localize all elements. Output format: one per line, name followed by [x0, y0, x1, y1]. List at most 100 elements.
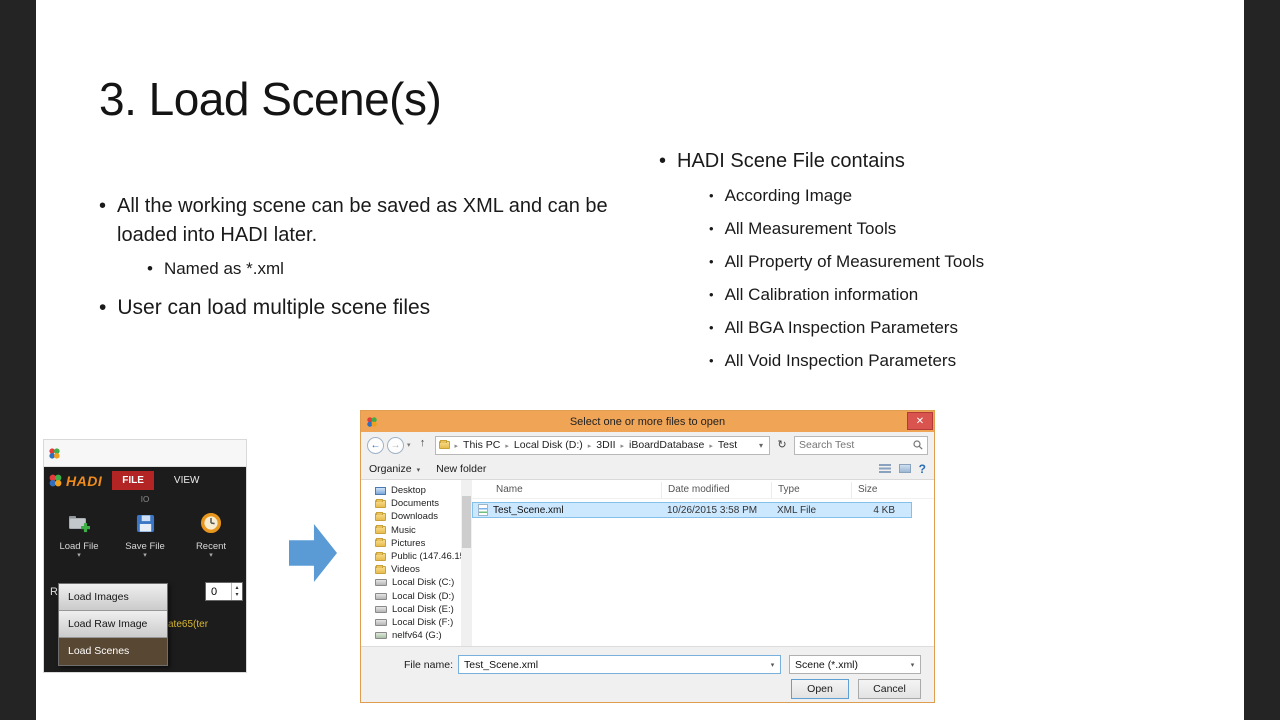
flow-arrow-icon: [289, 524, 337, 582]
spinner-down-icon[interactable]: ▾: [235, 591, 239, 598]
chevron-down-icon[interactable]: ▾: [910, 661, 915, 669]
search-icon: [913, 440, 923, 450]
chevron-down-icon[interactable]: ▾: [209, 552, 213, 559]
open-button[interactable]: Open: [791, 679, 849, 699]
cancel-button[interactable]: Cancel: [858, 679, 921, 699]
sidebar-item-local-disk-d[interactable]: Local Disk (D:): [361, 590, 461, 603]
spinner-arrows[interactable]: ▴ ▾: [231, 583, 242, 600]
sidebar-item-videos[interactable]: Videos: [361, 563, 461, 576]
search-box[interactable]: [794, 435, 928, 455]
sidebar-item-label: Local Disk (D:): [392, 590, 455, 602]
sidebar-item-documents[interactable]: Documents: [361, 497, 461, 510]
left-bullet-list: • All the working scene can be saved as …: [99, 192, 609, 320]
file-size-cell: 4 KB: [873, 504, 895, 516]
breadcrumb-segment[interactable]: iBoardDatabase: [616, 439, 704, 451]
bullet-text: All Property of Measurement Tools: [724, 252, 985, 271]
new-folder-button[interactable]: New folder: [436, 462, 487, 475]
save-file-button[interactable]: Save File ▾: [115, 508, 175, 578]
back-button[interactable]: ←: [367, 436, 384, 454]
navigation-bar: ← → ▾ ↑ This PC Local Disk (D:) 3DII iBo…: [361, 432, 934, 458]
dialog-toolbar: Organize New folder ?: [361, 458, 934, 480]
search-input[interactable]: [799, 439, 913, 451]
bullet-subitem: •All Void Inspection Parameters: [709, 351, 1149, 371]
chevron-down-icon[interactable]: ▾: [143, 552, 147, 559]
hadi-logo-icon: [49, 447, 60, 459]
column-header-type[interactable]: Type: [772, 482, 852, 498]
up-button[interactable]: ↑: [419, 437, 426, 449]
bullet-text: All BGA Inspection Parameters: [724, 318, 958, 337]
sidebar-item-pictures[interactable]: Pictures: [361, 537, 461, 550]
sidebar-item-label: Videos: [391, 564, 420, 576]
load-file-button[interactable]: Load File ▾: [49, 508, 109, 578]
sidebar-item-downloads[interactable]: Downloads: [361, 510, 461, 523]
organize-button[interactable]: Organize: [369, 463, 420, 475]
file-type-select[interactable]: Scene (*.xml) ▾: [789, 655, 921, 674]
load-file-icon: [49, 508, 109, 538]
breadcrumb-segment[interactable]: Local Disk (D:): [500, 439, 583, 451]
sidebar-scrollbar[interactable]: [461, 480, 472, 646]
scrollbar-thumb[interactable]: [462, 496, 471, 548]
breadcrumb-segment[interactable]: Test: [704, 439, 737, 451]
sidebar-item-local-disk-c[interactable]: Local Disk (C:): [361, 576, 461, 589]
bullet-text: All the working scene can be saved as XM…: [117, 195, 608, 246]
button-label: Save File: [125, 541, 165, 552]
chevron-down-icon[interactable]: ▾: [77, 552, 81, 559]
menu-item-load-scenes[interactable]: Load Scenes: [59, 638, 167, 665]
folder-icon: [375, 498, 386, 508]
tab-view[interactable]: VIEW: [173, 475, 200, 486]
file-name-label: File name:: [403, 659, 453, 671]
column-header-size[interactable]: Size: [858, 484, 878, 495]
column-header-name[interactable]: Name: [472, 482, 662, 498]
recent-button[interactable]: Recent ▾: [181, 508, 241, 578]
breadcrumb-segment[interactable]: 3DII: [583, 439, 615, 451]
file-row-selected[interactable]: Test_Scene.xml 10/26/2015 3:58 PM XML Fi…: [472, 502, 912, 518]
tab-file[interactable]: FILE: [112, 471, 154, 490]
number-spinner[interactable]: 0 ▴ ▾: [205, 582, 243, 601]
file-name-text: Test_Scene.xml: [493, 504, 564, 516]
refresh-button[interactable]: ↻: [777, 438, 787, 451]
hadi-subrow: R 0 ▴ ▾: [44, 578, 246, 608]
network-drive-icon: [375, 632, 387, 640]
chevron-down-icon[interactable]: ▾: [770, 661, 775, 669]
help-icon[interactable]: ?: [918, 461, 926, 476]
bullet-marker: •: [709, 221, 714, 236]
breadcrumb-segment[interactable]: This PC: [450, 439, 500, 451]
ribbon-group-label-io: IO: [140, 495, 150, 504]
hadi-logo-icon: [49, 474, 62, 487]
sidebar-item-local-disk-e[interactable]: Local Disk (E:): [361, 603, 461, 616]
sidebar-item-public[interactable]: Public (147.46.15: [361, 550, 461, 563]
sidebar-item-label: Music: [391, 524, 416, 536]
spinner-up-icon[interactable]: ▴: [235, 584, 239, 591]
breadcrumb[interactable]: This PC Local Disk (D:) 3DII iBoardDatab…: [434, 435, 770, 455]
sidebar-item-music[interactable]: Music: [361, 524, 461, 537]
sidebar-item-network-drive-g[interactable]: nelfv64 (G:): [361, 629, 461, 642]
folder-icon: [438, 440, 450, 449]
column-header-date-modified[interactable]: Date modified: [662, 482, 772, 498]
ribbon-button-group: Load File ▾ Save File ▾ Recent ▾: [44, 506, 246, 578]
sidebar-item-desktop[interactable]: Desktop: [361, 484, 461, 497]
file-type-cell: XML File: [777, 504, 817, 516]
bullet-item: • All the working scene can be saved as …: [99, 192, 609, 250]
file-name-input[interactable]: [459, 658, 765, 671]
bullet-subitem: •All Measurement Tools: [709, 219, 1149, 239]
hadi-window-titlebar: [44, 440, 246, 467]
menu-item-load-raw-image[interactable]: Load Raw Image: [59, 611, 167, 638]
button-label: Recent: [195, 541, 227, 552]
xml-file-icon: [478, 504, 488, 516]
partial-filename-text: ate65(ter: [168, 619, 209, 630]
address-dropdown-icon[interactable]: ▾: [758, 440, 763, 450]
sidebar-item-label: Local Disk (F:): [392, 616, 454, 628]
preview-pane-icon[interactable]: [898, 464, 911, 473]
close-button[interactable]: ✕: [907, 412, 933, 430]
change-view-icon[interactable]: [878, 464, 891, 473]
history-dropdown-icon[interactable]: ▾: [407, 442, 411, 449]
file-name-combo[interactable]: ▾: [458, 655, 781, 674]
hadi-app-screenshot: HADI FILE VIEW IO Load File ▾ Save Fi: [44, 440, 246, 672]
folder-icon: [375, 511, 386, 521]
menu-item-load-images[interactable]: Load Images: [59, 584, 167, 611]
sidebar-item-local-disk-f[interactable]: Local Disk (F:): [361, 616, 461, 629]
page-title: 3. Load Scene(s): [99, 73, 442, 125]
bullet-marker: •: [709, 320, 714, 335]
forward-button[interactable]: →: [387, 436, 404, 454]
